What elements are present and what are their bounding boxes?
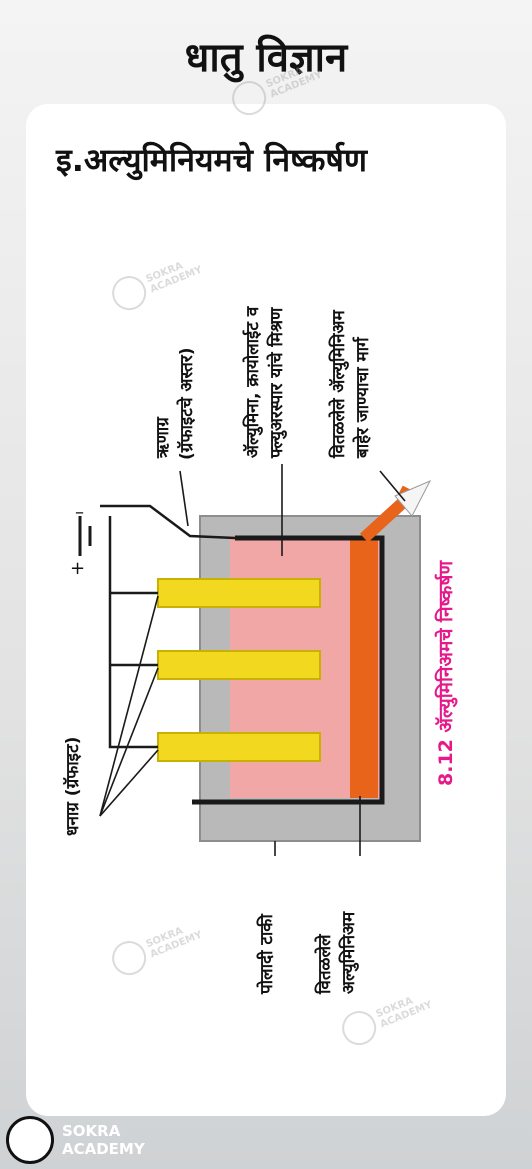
molten-aluminium-label-1: वितळलेले — [314, 933, 335, 995]
graphite-lining — [192, 535, 385, 805]
mixture-label-1: ॲल्युमिना, क्रायोलाईट व — [242, 305, 263, 458]
footer-brand[interactable]: SOKRA ACADEMY — [6, 1116, 145, 1164]
molten-aluminium-label-2: अल्युमिनिअम — [338, 911, 359, 994]
figure-caption: 8.12 ॲल्युमिनिअमचे निष्कर्षण — [434, 560, 458, 786]
anode-rod — [157, 650, 321, 680]
plus-sign: + — [70, 558, 85, 579]
page-title: धातु विज्ञान — [184, 35, 348, 81]
steel-tank-label: पोलादी टाकी — [256, 914, 277, 995]
brand-line-1: SOKRA — [62, 1122, 121, 1140]
outlet-label-2: बाहेर जाण्याचा मार्ग — [352, 336, 373, 459]
brand-line-2: ACADEMY — [62, 1140, 145, 1158]
mixture-label-2: फ्ल्युअरस्पार यांचे मिश्रण — [266, 307, 287, 459]
cathode-arrow — [179, 470, 189, 527]
outlet-arrow — [379, 470, 406, 502]
anode-label: धनाग्र (ग्रॅफाइट) — [62, 737, 83, 836]
anode-rod — [157, 732, 321, 762]
cathode-label-2: (ग्रॅफाइटचे अस्तर) — [176, 347, 197, 460]
sokra-logo-icon — [6, 1116, 54, 1164]
anode-arrow — [99, 595, 159, 817]
anode-arrow — [99, 667, 159, 817]
section-title: इ.अल्युमिनियमचे निष्कर्षण — [56, 141, 368, 179]
minus-sign: – — [75, 502, 84, 523]
anode-rod — [157, 578, 321, 608]
anode-arrow — [99, 749, 159, 817]
cathode-label-1: ऋणाग्र — [153, 416, 173, 459]
outlet-label-1: वितळलेले ॲल्युमिनिअम — [328, 310, 349, 459]
battery — [78, 516, 92, 556]
molten-aluminium-layer — [350, 536, 378, 798]
aluminium-extraction-diagram: – + धनाग्र (ग्रॅफाइट) ऋणाग्र (ग्रॅफाइटचे… — [62, 305, 458, 995]
cathode-wire — [100, 504, 236, 540]
outlet-nozzle — [394, 479, 432, 517]
anode-wire — [108, 516, 158, 749]
